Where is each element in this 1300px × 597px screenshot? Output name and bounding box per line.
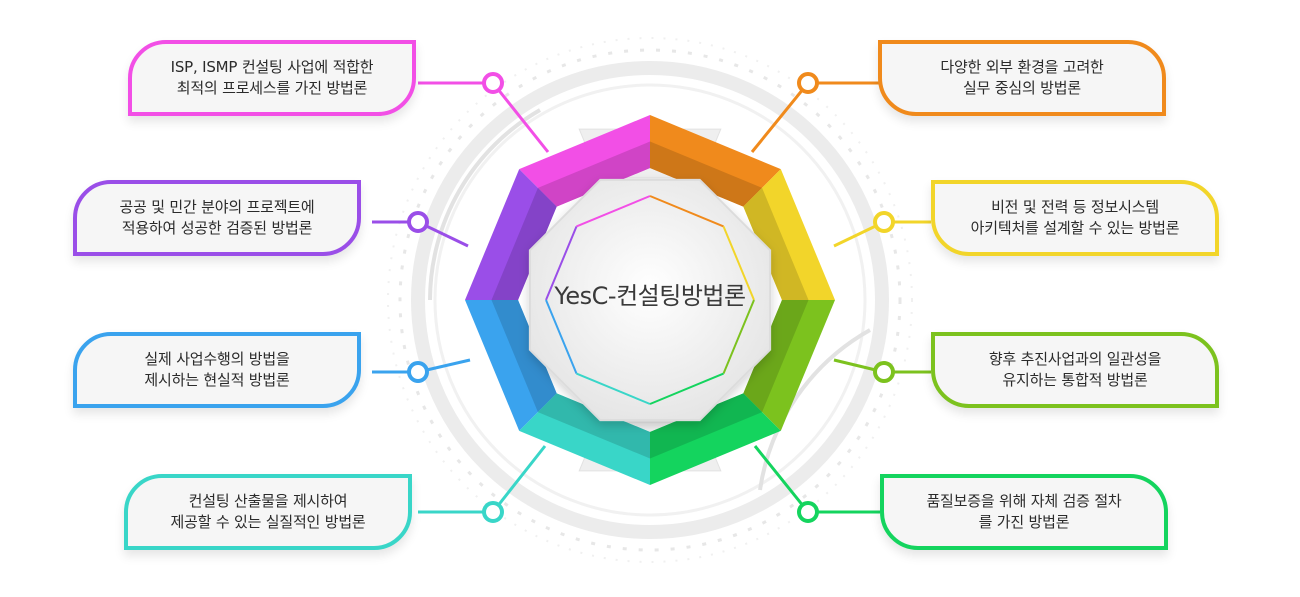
octagon-segment-shade-7 [743,300,809,413]
inner-octagon [528,178,772,422]
feature-card-3: 실제 사업수행의 방법을 제시하는 현실적 방법론 [73,332,361,408]
feature-card-1: ISP, ISMP 컨설팅 사업에 적합한 최적의 프로세스를 가진 방법론 [128,40,416,116]
inner-outline-4 [576,372,651,405]
feature-card-2-line1: 공공 및 민간 분야의 프로젝트에 [119,198,315,216]
feature-card-8-line2: 를 가진 방법론 [978,513,1070,531]
octagon-segment-shade-8 [650,393,763,459]
feature-card-2-line2: 적용하여 성공한 검증된 방법론 [121,219,313,237]
feature-card-1-line2: 최적의 프로세스를 가진 방법론 [176,79,368,97]
feature-card-4-line2: 제공할 수 있는 실질적인 방법론 [170,513,366,531]
feature-card-3-line1: 실제 사업수행의 방법을 [144,350,290,368]
feature-card-3-line2: 제시하는 현실적 방법론 [144,371,290,389]
inner-outline-5 [649,195,724,228]
connector-line-5 [750,82,810,153]
feature-card-2: 공공 및 민간 분야의 프로젝트에 적용하여 성공한 검증된 방법론 [73,180,361,256]
octagon-segment-shade-3 [491,300,557,413]
connector-node-1 [482,72,504,94]
connector-node-6 [873,211,895,233]
feature-card-5: 다양한 외부 환경을 고려한 실무 중심의 방법론 [878,40,1166,116]
connector-line-8 [753,445,810,513]
background-rings [387,37,913,563]
inner-outline-7 [722,299,755,374]
feature-card-8-line1: 품질보증을 위해 자체 검증 절차 [926,492,1122,510]
feature-card-8: 품질보증을 위해 자체 검증 절차 를 가진 방법론 [880,474,1168,550]
feature-card-7-line2: 유지하는 통합적 방법론 [1002,371,1148,389]
feature-card-4: 컨설팅 산출물을 제시하여 제공할 수 있는 실질적인 방법론 [124,474,412,550]
connector-line-4 [491,445,547,513]
connector-node-8 [797,501,819,523]
octagon-segment-shade-2 [491,187,557,300]
feature-card-4-line1: 컨설팅 산출물을 제시하여 [188,492,348,510]
inner-outline-1 [576,195,651,228]
connector-node-3 [407,361,429,383]
center-title: YesC-컨설팅방법론 [554,282,746,310]
feature-card-6: 비전 및 전력 등 정보시스템 아키텍처를 설계할 수 있는 방법론 [931,180,1219,256]
inner-outline-6 [722,226,755,301]
octagon-segment-shade-4 [537,393,650,459]
connector-lines [372,72,931,523]
inner-outline-8 [649,372,724,405]
octagon-ring [465,115,835,485]
inner-outline-3 [545,299,578,374]
feature-card-5-line1: 다양한 외부 환경을 고려한 [940,58,1104,76]
feature-card-6-line2: 아키텍처를 설계할 수 있는 방법론 [970,219,1180,237]
feature-card-7: 향후 추진사업과의 일관성을 유지하는 통합적 방법론 [931,332,1219,408]
feature-card-5-line2: 실무 중심의 방법론 [963,79,1081,97]
feature-card-1-line1: ISP, ISMP 컨설팅 사업에 적합한 [170,58,374,76]
inner-outline-2 [545,226,578,301]
connector-node-5 [797,72,819,94]
connector-node-7 [873,361,895,383]
feature-card-7-line1: 향후 추진사업과의 일관성을 [988,350,1162,368]
feature-card-6-line1: 비전 및 전력 등 정보시스템 [991,198,1159,216]
connector-line-1 [491,82,550,153]
inner-octagon-outline [545,195,755,405]
octagon-segment-shade-5 [650,141,763,207]
connector-node-4 [482,501,504,523]
octagon-segment-shade-6 [743,187,809,300]
octagon-segment-shade-1 [537,141,650,207]
connector-node-2 [407,211,429,233]
